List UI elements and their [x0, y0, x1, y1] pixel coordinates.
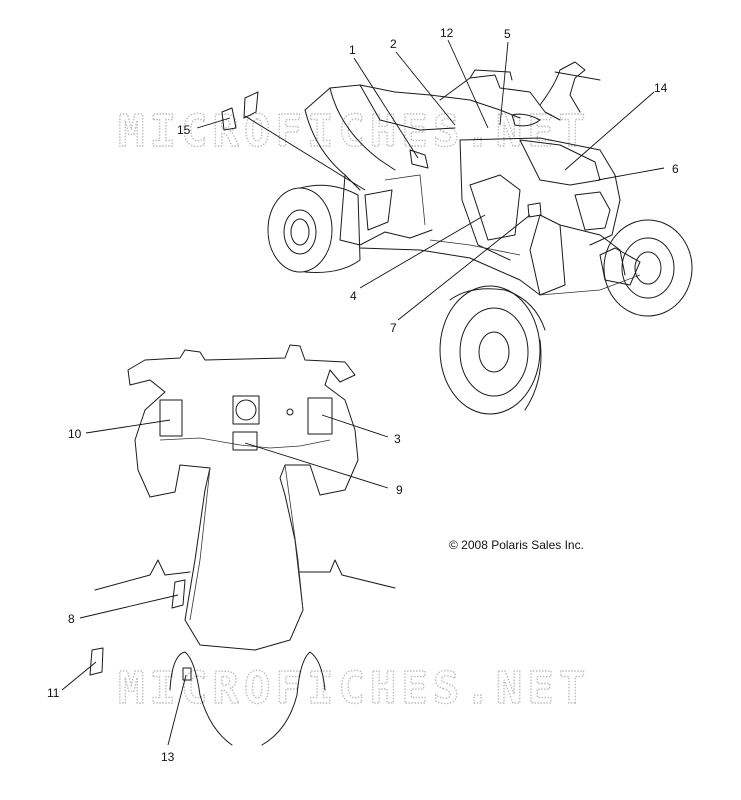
callout-14: 14 [654, 81, 668, 95]
watermark-bottom: MICROFICHES.NET [118, 663, 590, 714]
gauge-circle [235, 399, 257, 421]
callout-10: 10 [68, 427, 82, 441]
decal-8 [171, 579, 186, 609]
atv-illustration [267, 61, 693, 415]
indicator-dot [286, 408, 294, 416]
callout-7: 7 [390, 321, 397, 335]
callout-12: 12 [440, 26, 454, 40]
decal-gauge [232, 395, 260, 425]
callout-5: 5 [504, 27, 511, 41]
callout-4: 4 [350, 289, 357, 303]
watermark-top: MICROFICHES.NET [118, 106, 590, 157]
callout-8: 8 [68, 612, 75, 626]
callout-3: 3 [394, 432, 401, 446]
callout-2: 2 [390, 37, 397, 51]
decal-3 [307, 397, 333, 435]
flat-body-layout [89, 344, 396, 746]
decal-9 [232, 431, 258, 451]
callout-13: 13 [161, 750, 175, 764]
callout-9: 9 [396, 483, 403, 497]
decal-15b [243, 91, 259, 119]
decal-13 [182, 667, 192, 681]
callout-1: 1 [349, 43, 356, 57]
leader-lines [61, 39, 665, 746]
callout-labels: 1 2 3 4 5 6 7 8 9 10 11 12 13 14 15 [47, 26, 679, 764]
callout-6: 6 [672, 162, 679, 176]
callout-11: 11 [47, 686, 60, 700]
decal-11 [89, 647, 104, 676]
decal-10 [159, 399, 183, 437]
callout-15: 15 [177, 123, 191, 137]
decal-15a [221, 107, 237, 131]
copyright-notice: © 2008 Polaris Sales Inc. [449, 538, 584, 552]
